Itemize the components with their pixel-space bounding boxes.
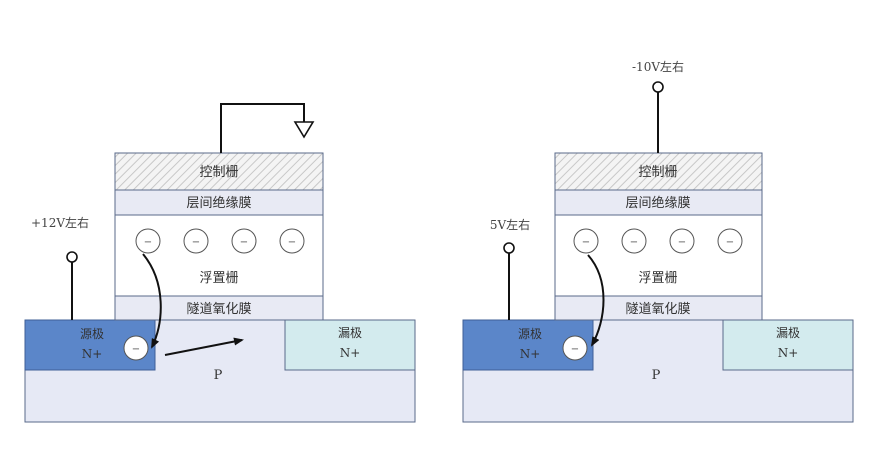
left-source-label: 源极 [80,327,104,341]
electron-sign: − [571,344,579,355]
left-tunnel-arrow [142,253,162,349]
right-floating-gate [554,214,763,297]
left-floating-gate-label: 浮置栅 [199,271,238,286]
right-electrons: − − − − [573,228,743,254]
left-source-terminal [66,251,78,263]
left-interlayer-film [114,189,324,216]
electron-sign: − [132,344,140,355]
left-source-voltage-label: +12V左右 [31,215,89,230]
right-control-gate-label: 控制栅 [638,165,677,180]
electron-sign: − [582,237,590,248]
right-source-type: N+ [520,347,541,361]
left-electrons: − − − − [135,228,305,254]
left-substrate-label: P [214,368,223,383]
left-source-electron [123,335,149,361]
right-gate-terminal [652,81,664,93]
right-drain-label: 漏极 [776,326,800,340]
electron-sign: − [240,237,248,248]
right-interlayer-film [554,189,763,216]
right-drain-type: N+ [778,346,799,360]
electron-sign: − [678,237,686,248]
right-tunnel-oxide [554,295,763,321]
left-cell: − − − − − 控制栅 层间绝缘膜 浮置栅 隧道氧化膜 源极 N+ 漏极 N… [24,103,416,423]
right-source-electron [562,335,588,361]
right-floating-gate-label: 浮置栅 [638,271,677,286]
right-cell: − − − − − 控制栅 层间绝缘膜 浮置栅 隧道氧化膜 源极 N+ 漏极 N… [462,59,854,423]
left-tunnel-oxide [114,295,324,321]
electron-sign: − [726,237,734,248]
right-tunnel-arrow [587,254,605,347]
right-source-voltage-label: 5V左右 [490,217,530,232]
left-drain-type: N+ [340,346,361,360]
left-drain-region [284,319,416,371]
electron-sign: − [630,237,638,248]
right-source-label: 源极 [518,327,542,341]
left-drain-label: 漏极 [338,326,362,340]
electron-sign: − [192,237,200,248]
left-control-gate [114,152,324,191]
right-gate-voltage-label: -10V左右 [632,59,684,74]
electron-sign: − [144,237,152,248]
left-floating-gate [114,214,324,297]
right-substrate-label: P [652,368,661,383]
left-interlayer-label: 层间绝缘膜 [186,195,251,211]
right-drain-region [722,319,854,371]
left-control-gate-label: 控制栅 [199,165,238,180]
left-gate-wire [220,103,305,153]
right-interlayer-label: 层间绝缘膜 [625,195,690,211]
electron-sign: − [288,237,296,248]
left-source-type: N+ [82,347,103,361]
left-channel-arrow [164,337,244,356]
right-tunnel-oxide-label: 隧道氧化膜 [625,301,690,317]
left-ground-symbol [293,121,315,139]
right-source-terminal [503,242,515,254]
right-control-gate [554,152,763,191]
left-tunnel-oxide-label: 隧道氧化膜 [186,301,251,317]
